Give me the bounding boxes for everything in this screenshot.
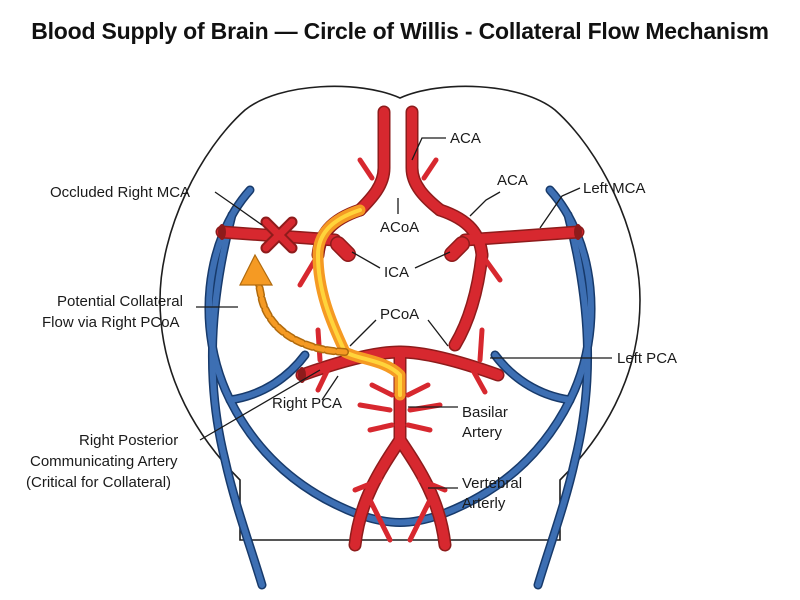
label-left-pca: Left PCA xyxy=(617,350,677,367)
label-basilar-line2: Artery xyxy=(462,424,503,441)
label-pcoa: PCoA xyxy=(380,306,419,323)
venous-sinuses xyxy=(204,185,596,590)
brain-outline xyxy=(159,85,641,541)
label-aca-right: ACA xyxy=(497,172,528,189)
label-acoa: ACoA xyxy=(380,219,419,236)
label-collateral-line2: Flow via Right PCoA xyxy=(42,314,180,331)
label-vertebral-line1: Vertebral xyxy=(462,475,522,492)
leader-lines xyxy=(196,137,612,489)
label-rpcoa-line3: (Critical for Collateral) xyxy=(26,474,171,491)
label-collateral-line1: Potential Collateral xyxy=(57,293,183,310)
diagram-title: Blood Supply of Brain — Circle of Willis… xyxy=(31,18,769,44)
label-occluded-right-mca: Occluded Right MCA xyxy=(50,184,190,201)
collateral-flow-path xyxy=(312,204,406,401)
label-right-pca: Right PCA xyxy=(272,395,342,412)
label-left-mca: Left MCA xyxy=(583,180,646,197)
collateral-arrow xyxy=(239,253,349,356)
label-ica: ICA xyxy=(384,264,409,281)
label-vertebral-line2: Arterly xyxy=(462,495,506,512)
label-rpcoa-line1: Right Posterior xyxy=(79,432,178,449)
label-rpcoa-line2: Communicating Artery xyxy=(30,453,178,470)
label-basilar-line1: Basilar xyxy=(462,404,508,421)
label-aca-top: ACA xyxy=(450,130,481,147)
